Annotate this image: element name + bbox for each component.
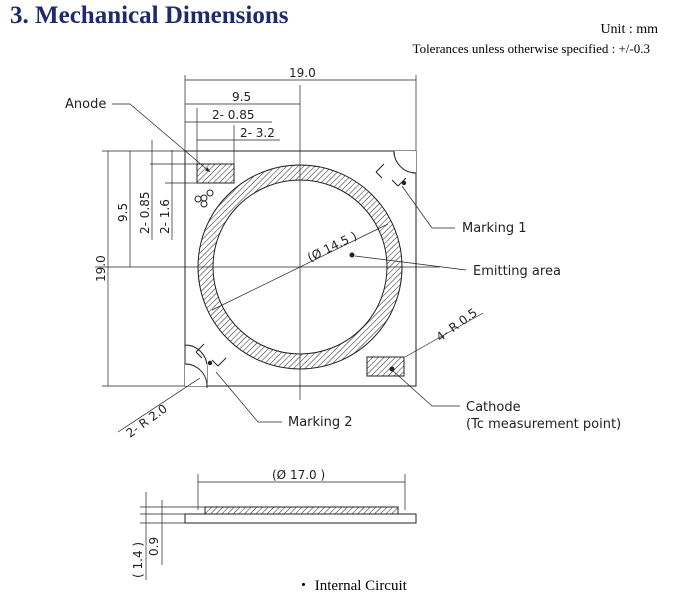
internal-circuit-heading: ・ Internal Circuit bbox=[296, 578, 407, 594]
dim-corner-r05: 4- R 0.5 bbox=[434, 305, 480, 344]
dim-thick-14: ( 1.4 ) bbox=[131, 542, 145, 578]
dim-pad-v-16: 2- 1.6 bbox=[158, 199, 172, 234]
side-resin bbox=[204, 506, 399, 515]
leader-emitting-area bbox=[354, 255, 467, 271]
marking-2-symbol bbox=[195, 343, 227, 367]
leader-marking-2 bbox=[215, 371, 282, 423]
anode-pad bbox=[196, 163, 235, 184]
leader-r05 bbox=[404, 312, 484, 358]
label-tc-point: (Tc measurement point) bbox=[466, 417, 621, 432]
label-marking-2: Marking 2 bbox=[288, 415, 353, 430]
leader-r20 bbox=[117, 377, 201, 433]
dim-pad-v-085: 2- 0.85 bbox=[138, 192, 152, 235]
side-substrate bbox=[184, 513, 417, 524]
dim-height: 19.0 bbox=[94, 255, 108, 282]
tolerance-note: Tolerances unless otherwise specified : … bbox=[412, 41, 650, 56]
leader-cathode bbox=[391, 369, 460, 407]
tc-point-dot bbox=[389, 366, 395, 372]
dim-corner-r20: 2- R 2.0 bbox=[124, 401, 170, 440]
label-emitting-area: Emitting area bbox=[473, 264, 561, 279]
label-anode: Anode bbox=[65, 97, 106, 112]
unit-note: Unit : mm bbox=[600, 22, 658, 37]
dim-half-height: 9.5 bbox=[116, 203, 130, 222]
dim-thick-09: 0.9 bbox=[147, 537, 161, 556]
leader-anode bbox=[112, 103, 211, 173]
dim-pad-085: 2- 0.85 bbox=[212, 108, 255, 122]
diameter-line bbox=[211, 223, 389, 311]
page-title: 3. Mechanical Dimensions bbox=[10, 2, 289, 29]
dim-half-width: 9.5 bbox=[232, 90, 251, 104]
cathode-pad bbox=[366, 356, 405, 377]
package-frame bbox=[184, 150, 417, 387]
dim-pad-32: 2- 3.2 bbox=[240, 126, 275, 140]
polarity-symbol bbox=[194, 189, 214, 208]
label-marking-1: Marking 1 bbox=[462, 221, 527, 236]
leader-marking-1 bbox=[401, 185, 455, 229]
dim-width: 19.0 bbox=[289, 66, 316, 80]
marking-1-symbol bbox=[375, 163, 407, 187]
label-cathode: Cathode bbox=[466, 400, 521, 415]
dim-side-diameter: (Ø 17.0 ) bbox=[272, 468, 325, 482]
